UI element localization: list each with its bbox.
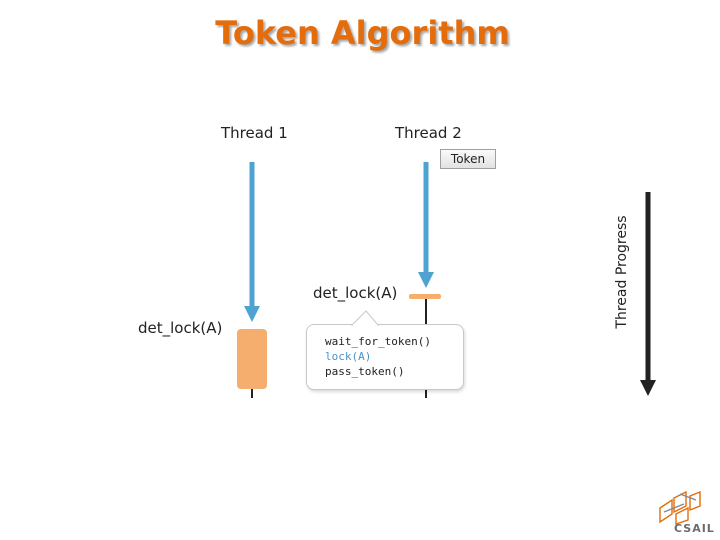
thread-2-call-label: det_lock(A) xyxy=(313,284,398,302)
thread-1-lock-block xyxy=(237,329,267,389)
thread-2-label: Thread 2 xyxy=(395,124,462,142)
thread-1-label: Thread 1 xyxy=(221,124,288,142)
thread-1-call-label: det_lock(A) xyxy=(138,319,223,337)
slide-title: Token Algorithm xyxy=(215,14,510,52)
csail-logo-icon xyxy=(659,490,701,525)
thread-2-arrow-head xyxy=(418,272,434,288)
callout-line-wait: wait_for_token() xyxy=(325,335,431,348)
callout-line-pass: pass_token() xyxy=(325,365,405,378)
token-box: Token xyxy=(440,149,496,169)
thread-2-lock-marker xyxy=(409,294,441,299)
csail-logo-text: CSAIL xyxy=(674,522,715,535)
thread-progress-label: Thread Progress xyxy=(614,215,630,329)
callout-line-lock: lock(A) xyxy=(325,350,372,363)
progress-arrow-head xyxy=(640,380,656,396)
thread-1-arrow-head xyxy=(244,306,260,322)
code-callout: wait_for_token() lock(A) pass_token() xyxy=(306,324,464,390)
